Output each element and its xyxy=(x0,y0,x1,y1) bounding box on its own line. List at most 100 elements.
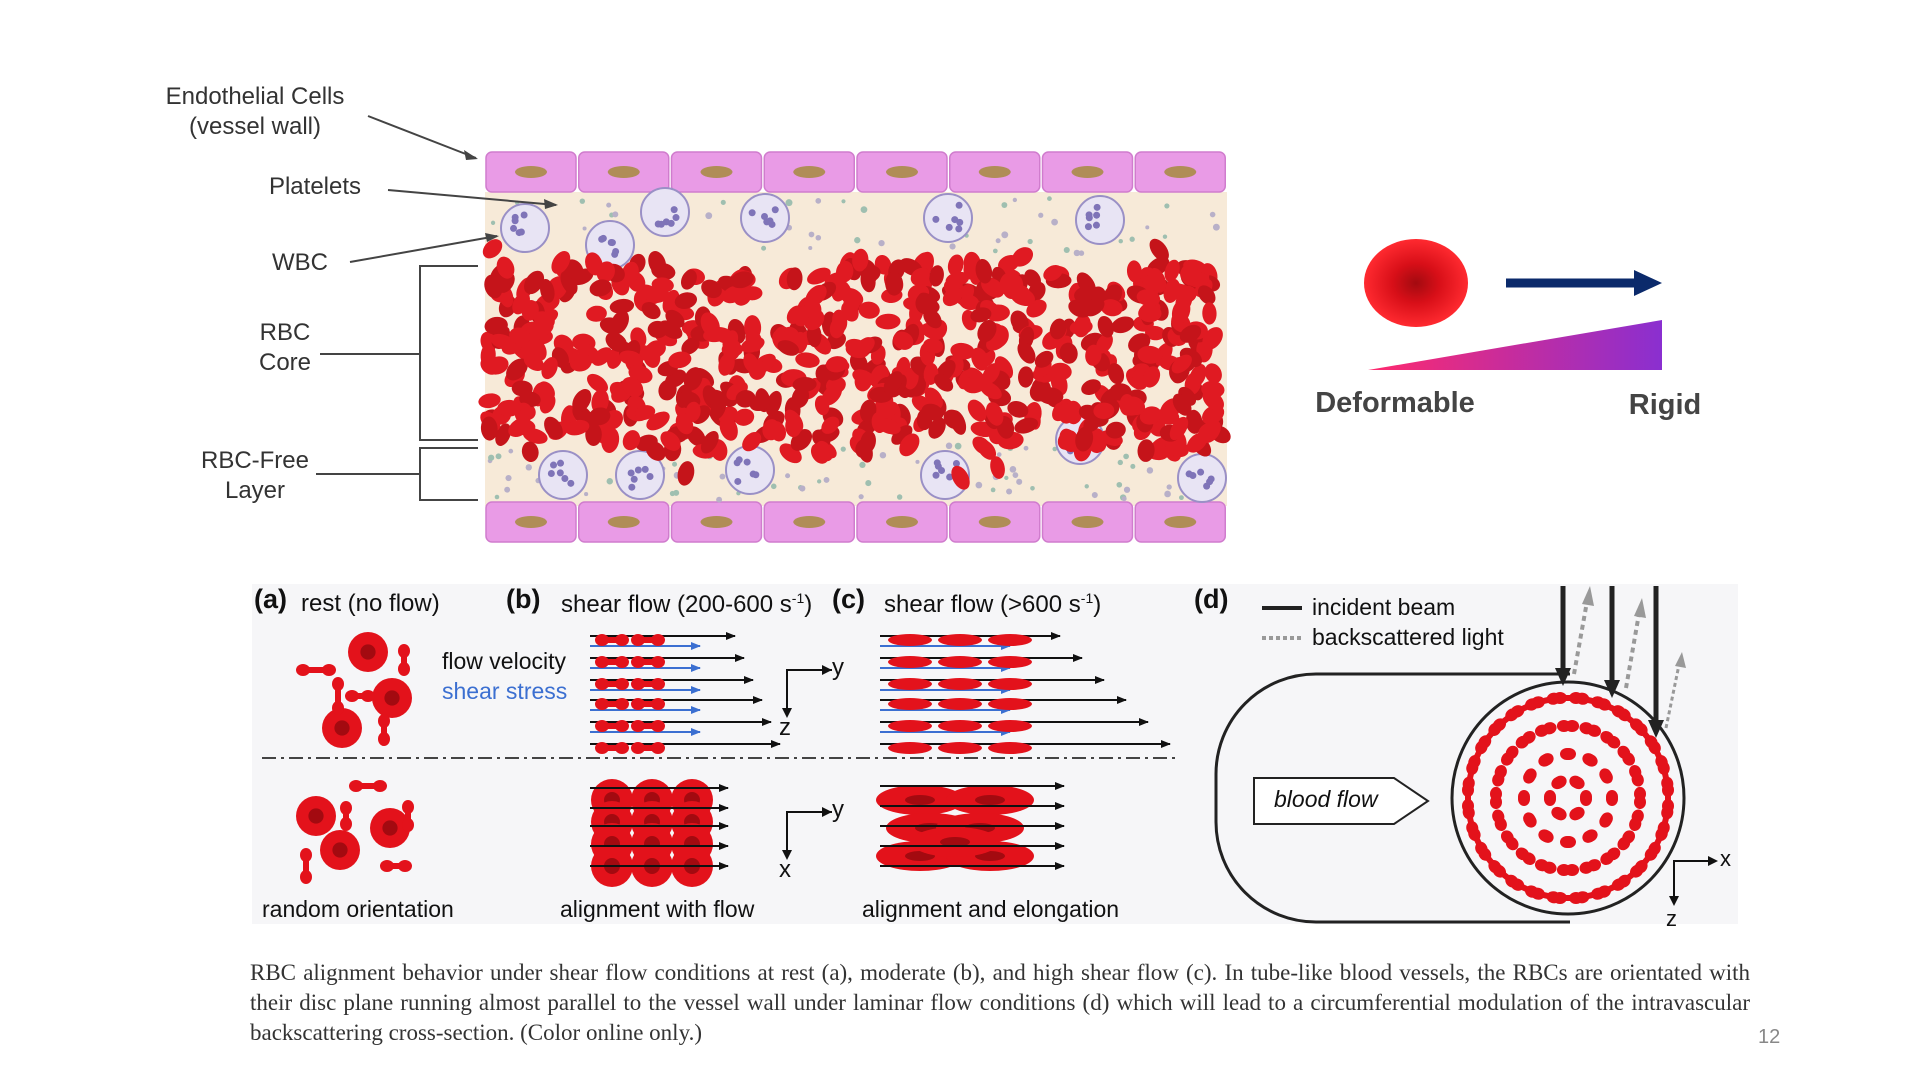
rbc-edge-waist xyxy=(1516,701,1534,715)
endothelium-bottom xyxy=(485,501,1226,543)
rbc-cell xyxy=(1155,408,1180,425)
platelet xyxy=(808,245,813,250)
rbc-edge-on xyxy=(1515,847,1536,866)
rbc-cell xyxy=(917,292,939,313)
rbc-cell xyxy=(1189,364,1207,388)
wbc-granule xyxy=(933,459,941,467)
rbc-edge-on xyxy=(1556,720,1580,732)
rbc-cell xyxy=(921,403,944,421)
platelet xyxy=(841,199,846,204)
rbc-edge-waist xyxy=(1609,797,1615,799)
rbc-edge-waist xyxy=(638,659,658,665)
rbc-edge-on xyxy=(595,742,629,754)
rbc-cell xyxy=(619,350,643,366)
rbc-cell xyxy=(849,352,868,374)
rbc-cell xyxy=(1010,310,1029,333)
rbc-elongated xyxy=(988,720,1032,732)
platelet xyxy=(1052,446,1058,452)
platelet xyxy=(1123,453,1129,460)
rbc-elongated xyxy=(938,634,982,646)
rbc-edge-on xyxy=(1629,809,1644,832)
rbc-cell xyxy=(792,377,817,392)
rbc-edge-on xyxy=(1634,786,1646,810)
rbc-cell xyxy=(1147,268,1167,293)
axes-b-bottom xyxy=(786,811,832,854)
wbc-granule xyxy=(752,471,760,479)
rbc-edge-on xyxy=(1551,775,1567,790)
rbc-cell xyxy=(722,285,746,304)
platelet xyxy=(1091,492,1098,499)
rbc-cell xyxy=(596,261,615,283)
wbc-granule xyxy=(510,224,518,232)
rbc-edge-waist xyxy=(1632,770,1641,781)
wbc-cell xyxy=(500,203,550,253)
rbc-edge-on xyxy=(402,800,414,832)
rbc-elongated xyxy=(988,742,1032,754)
rbc-edge-waist xyxy=(335,684,341,708)
rbc-cell xyxy=(1010,287,1035,307)
platelet xyxy=(1129,236,1135,242)
rbc-cell xyxy=(743,353,759,373)
wbc-granule xyxy=(670,206,678,214)
rbc-edge-waist xyxy=(1583,797,1589,799)
platelet xyxy=(996,452,1002,457)
leader-arrowheads xyxy=(464,150,558,242)
backscattered-light-label: backscattered light xyxy=(1312,624,1504,650)
rbc-cell xyxy=(942,287,963,307)
rbc-edge-on xyxy=(1492,764,1507,787)
rbc-cell xyxy=(1137,439,1155,462)
rbc-edge-on xyxy=(595,720,629,732)
endothelial-nucleus xyxy=(978,166,1011,178)
platelet xyxy=(1164,203,1170,209)
rbc-edge-on xyxy=(1569,775,1585,790)
platelet xyxy=(878,239,885,247)
panel-c-title-close: ) xyxy=(1093,591,1102,618)
rbc-cell xyxy=(769,421,787,442)
rbc-cell xyxy=(677,461,695,486)
rbc-cell xyxy=(565,419,590,436)
rbc-edge-waist xyxy=(602,723,622,729)
rbc-edge-on xyxy=(349,780,387,792)
panel-b-title-text: shear flow (200-600 s xyxy=(561,591,792,618)
platelet xyxy=(1063,246,1070,254)
rbc-cell xyxy=(910,267,930,286)
label-rigid: Rigid xyxy=(1628,389,1702,421)
panel-b-cells xyxy=(590,632,781,887)
rbc-edge-on xyxy=(1492,809,1507,832)
rbc-cell xyxy=(858,301,880,319)
platelet xyxy=(1209,211,1216,218)
platelet xyxy=(719,473,726,480)
rbc-cell xyxy=(482,239,503,259)
platelet xyxy=(816,479,822,484)
alignment-elongation-label: alignment and elongation xyxy=(862,896,1120,922)
wbc-cell xyxy=(1075,195,1125,245)
rbc-cell xyxy=(683,367,703,391)
platelet xyxy=(606,477,613,485)
rbc-edge-on xyxy=(296,664,336,676)
rbc-elongated xyxy=(938,678,982,690)
rbc-edge-on xyxy=(1617,830,1636,851)
rbc-edge-waist xyxy=(602,681,622,687)
platelet xyxy=(770,483,777,490)
rbc-cell xyxy=(480,416,498,441)
rbc-cell xyxy=(1197,285,1216,305)
rbc-cell xyxy=(950,342,975,360)
platelet xyxy=(815,197,822,204)
rbc-cell xyxy=(821,416,840,434)
rbc-edge-waist xyxy=(1603,817,1610,823)
rbc-cell xyxy=(786,267,803,291)
rbc-cell xyxy=(1081,379,1101,395)
rbc-edge-on xyxy=(1617,745,1636,766)
label-rbc-core-line2: Core xyxy=(258,349,312,376)
rbc-cell xyxy=(1164,259,1180,282)
rbc-edge-waist xyxy=(602,701,622,707)
label-rbc-free-line2: Layer xyxy=(224,477,286,504)
rbc-cell xyxy=(572,389,592,413)
axis-z-label-b-top: z xyxy=(779,714,791,741)
axes-b-top xyxy=(786,669,832,712)
rbc-edge-on xyxy=(1599,768,1613,784)
platelet xyxy=(1179,495,1184,501)
axis-arrow xyxy=(822,807,832,817)
rbc-edge-on xyxy=(1582,753,1598,767)
panel-d-rbc-rings xyxy=(1462,692,1674,904)
